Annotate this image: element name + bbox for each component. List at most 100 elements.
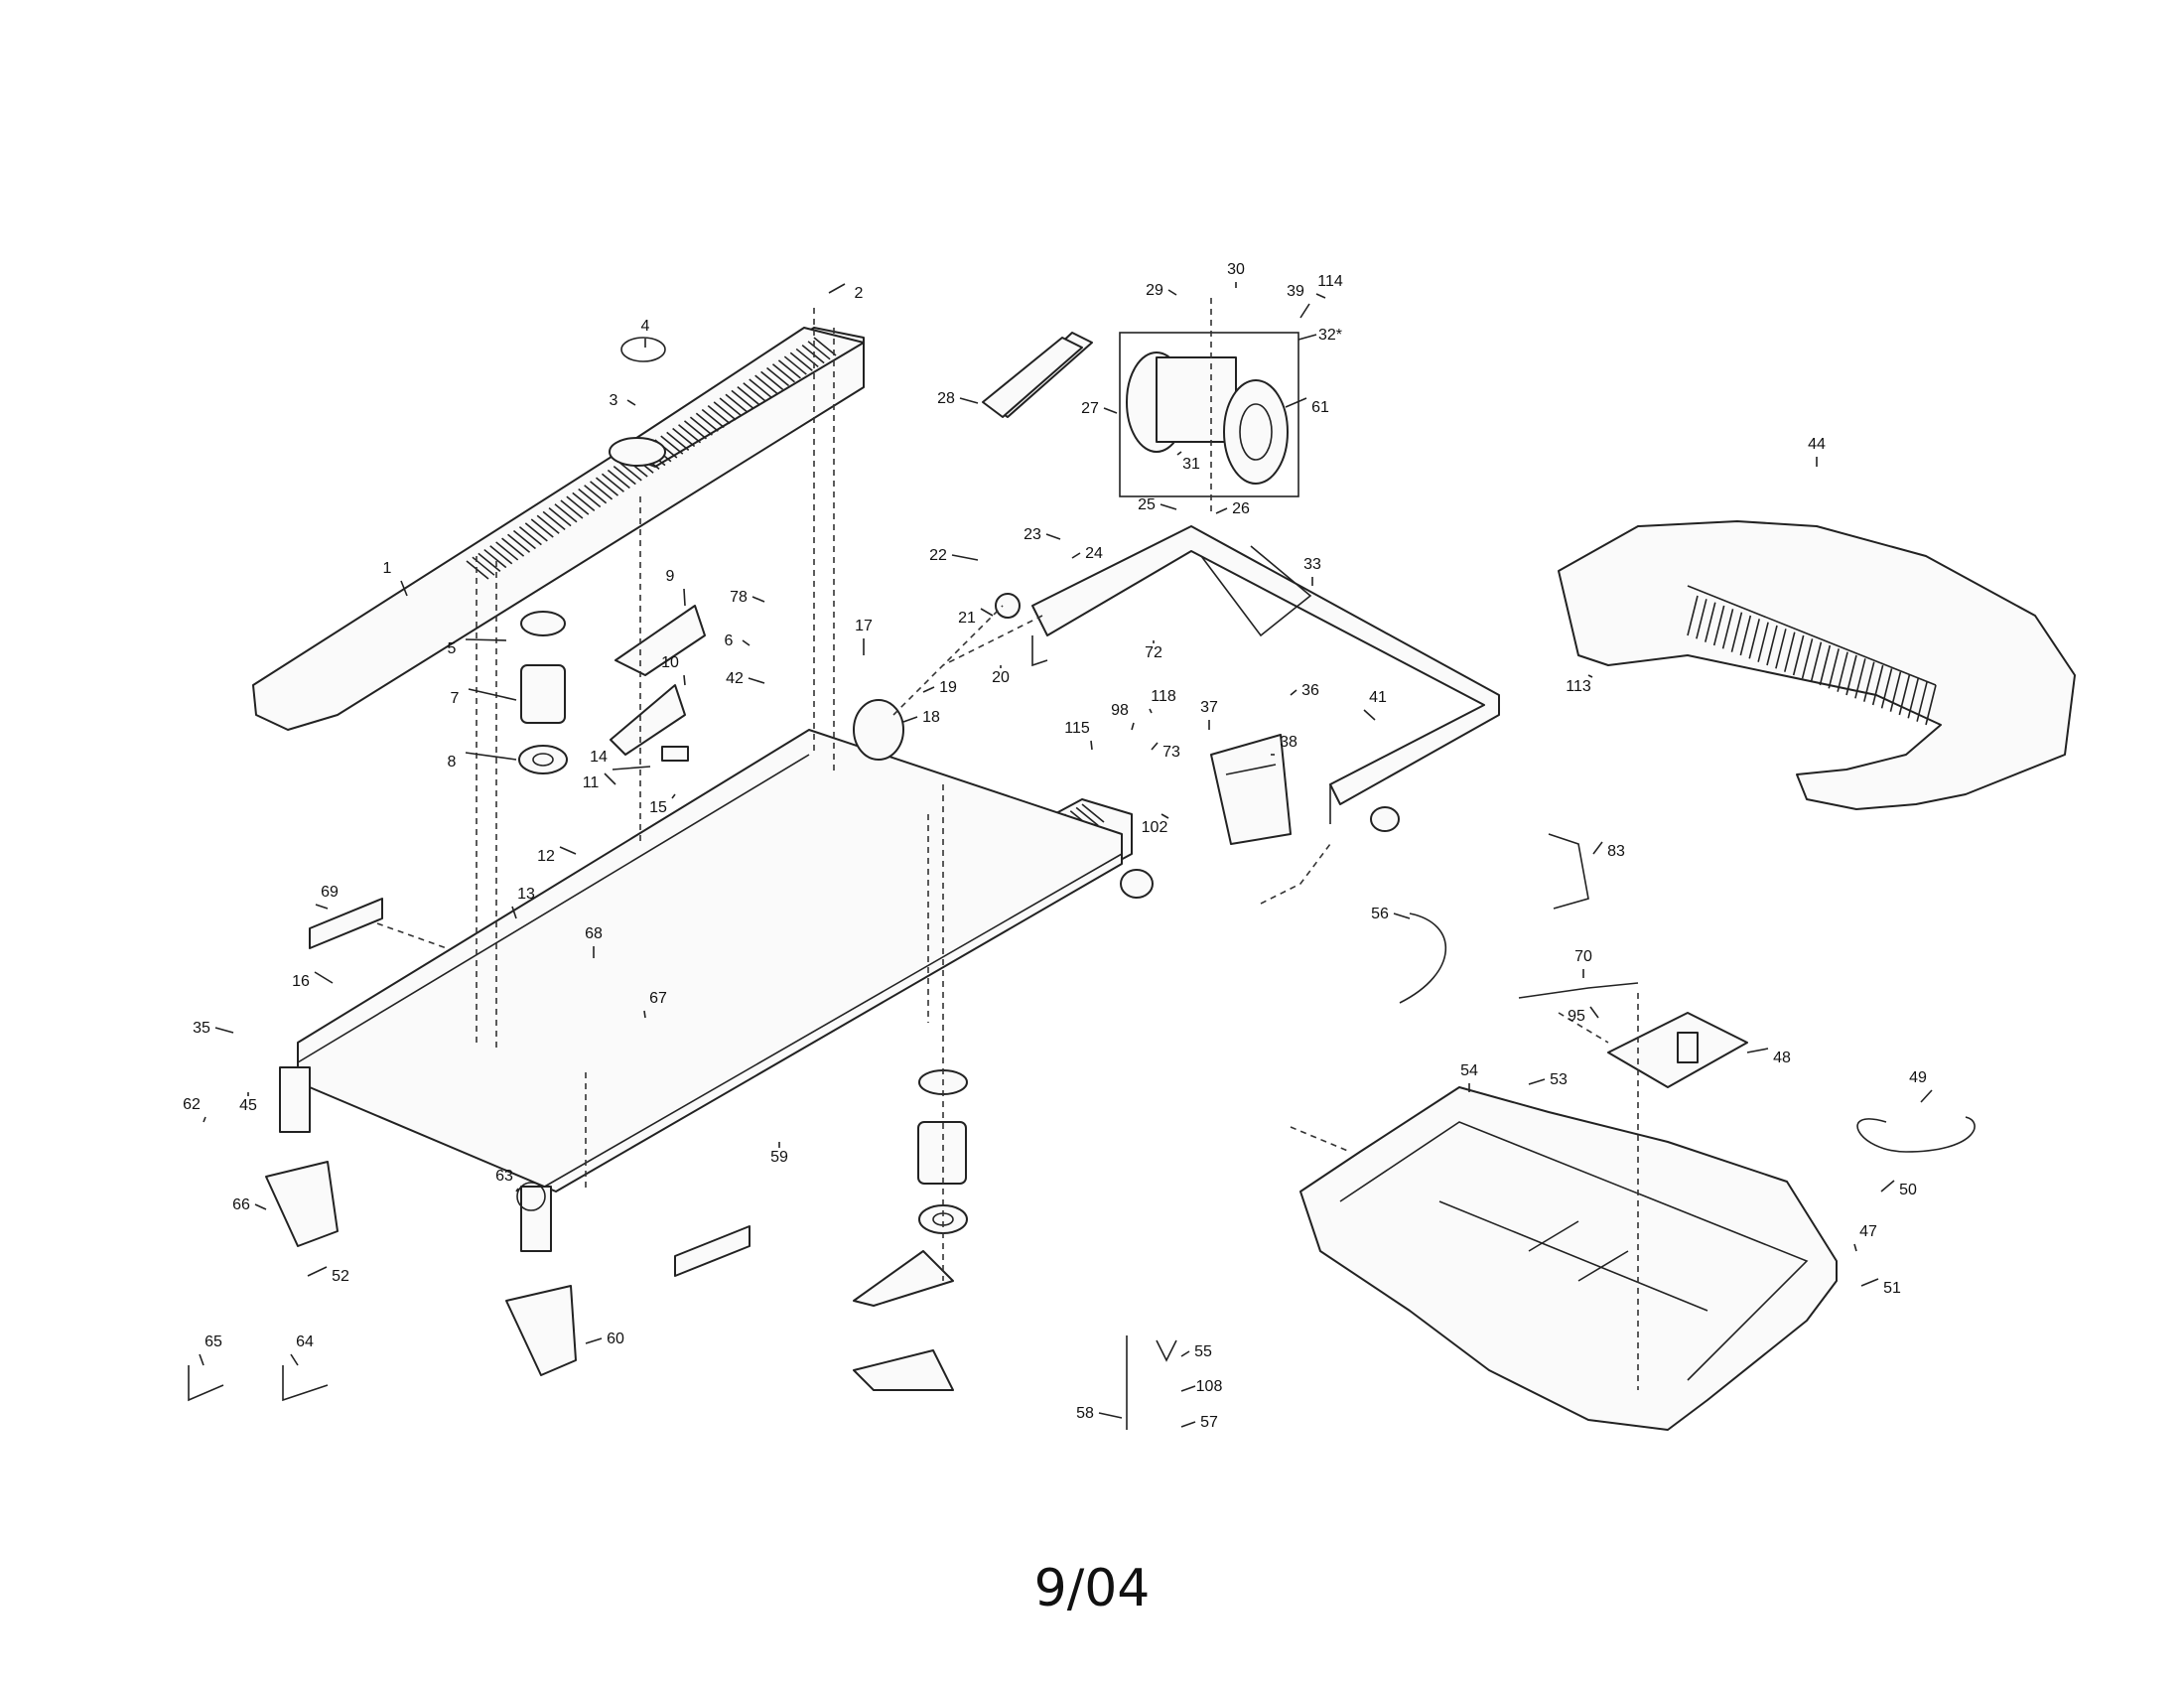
idler-21 — [995, 593, 1021, 619]
tread-rib — [1863, 661, 1875, 702]
leader-line-51 — [1860, 1278, 1879, 1287]
tread-rib — [1837, 651, 1848, 692]
callout-57: 57 — [1200, 1414, 1218, 1431]
tread-rib — [530, 518, 554, 538]
tread-rib — [743, 382, 766, 402]
leader-line-47 — [1853, 1243, 1857, 1252]
callout-52: 52 — [332, 1268, 349, 1285]
leader-line-2 — [828, 283, 846, 294]
leader-line-39 — [1299, 303, 1310, 319]
tread-rib — [1775, 629, 1787, 669]
callout-55: 55 — [1194, 1343, 1212, 1360]
tread-rib — [1687, 595, 1699, 636]
tread-rib — [507, 533, 531, 553]
leader-line-23 — [1045, 533, 1061, 540]
callout-12: 12 — [537, 848, 555, 865]
leader-line-63 — [515, 1188, 519, 1193]
wire-83 — [1548, 833, 1589, 910]
leader-line-58 — [1098, 1412, 1123, 1419]
leader-line-95 — [1589, 1006, 1599, 1019]
revision-date: 9/04 — [1033, 1559, 1151, 1618]
leader-line-65 — [199, 1353, 205, 1366]
leader-line-13 — [511, 906, 517, 919]
leader-line-66 — [254, 1203, 267, 1210]
tread-rib — [548, 506, 572, 527]
tread-rib — [478, 552, 501, 572]
callout-38: 38 — [1280, 734, 1297, 751]
leader-line-14 — [612, 766, 651, 771]
idler-21b — [1370, 806, 1400, 832]
leader-line-62 — [203, 1116, 206, 1123]
tread-rib — [1889, 671, 1902, 712]
callout-49: 49 — [1909, 1069, 1927, 1086]
tread-rib — [1916, 681, 1928, 722]
tread-rib — [512, 529, 536, 550]
callout-6: 6 — [725, 632, 734, 649]
callout-56: 56 — [1371, 906, 1389, 922]
tread-rib — [683, 420, 707, 440]
leader-line-69 — [315, 904, 329, 910]
leader-line-113 — [1587, 674, 1593, 678]
callout-39: 39 — [1287, 283, 1304, 300]
leader-line-3 — [626, 399, 636, 406]
callout-35: 35 — [193, 1020, 210, 1037]
deck-and-walking-belt — [279, 729, 1154, 1252]
tread-rib — [554, 503, 578, 523]
callout-64: 64 — [296, 1333, 314, 1350]
leader-line-31 — [1176, 451, 1182, 456]
callout-72: 72 — [1145, 644, 1162, 661]
tread-rib — [813, 337, 837, 356]
callout-65: 65 — [205, 1333, 222, 1350]
leader-line-6 — [742, 639, 751, 646]
callout-8: 8 — [448, 754, 457, 771]
leader-line-53 — [1528, 1078, 1546, 1085]
allen-wrench-64 — [282, 1365, 329, 1402]
callout-20: 20 — [992, 669, 1010, 686]
leader-line-108 — [1180, 1385, 1196, 1392]
leader-line-24 — [1071, 552, 1081, 559]
tread-rib — [1925, 684, 1937, 726]
callout-37: 37 — [1200, 699, 1218, 716]
callout-45: 45 — [239, 1097, 257, 1114]
leader-line-26 — [1215, 507, 1228, 514]
leader-line-48 — [1746, 1048, 1769, 1053]
tread-rib — [607, 469, 630, 490]
callout-29: 29 — [1146, 282, 1163, 299]
callout-19: 19 — [939, 679, 957, 696]
tread-rib — [578, 488, 602, 508]
leader-line-1 — [400, 580, 408, 597]
tread-rib — [801, 345, 825, 364]
callout-61: 61 — [1311, 399, 1329, 416]
callout-31: 31 — [1182, 456, 1200, 473]
front-pulley — [853, 699, 904, 761]
tread-rib — [1845, 654, 1857, 696]
tread-rib — [1739, 615, 1752, 656]
tread-rib — [1898, 674, 1911, 716]
leader-line-102 — [1160, 813, 1169, 819]
tread-rib — [518, 526, 542, 546]
callout-47: 47 — [1859, 1223, 1877, 1240]
left-foot-rail — [252, 327, 865, 731]
tread-rib — [713, 401, 737, 421]
tread-rib — [1828, 648, 1840, 689]
callout-24: 24 — [1085, 545, 1103, 562]
grip-strip-upper — [309, 898, 383, 949]
leader-line-7 — [468, 688, 517, 701]
callout-95: 95 — [1568, 1008, 1585, 1025]
leader-line-5 — [465, 638, 507, 641]
callout-73: 73 — [1162, 744, 1180, 761]
callout-4: 4 — [641, 318, 650, 335]
callout-42: 42 — [726, 670, 744, 687]
tread-rib — [731, 389, 754, 410]
leader-line-83 — [1592, 841, 1603, 855]
leader-line-115 — [1090, 740, 1093, 751]
callout-114: 114 — [1317, 273, 1343, 290]
leader-line-9 — [683, 588, 686, 607]
callout-67: 67 — [649, 990, 667, 1007]
tread-rib — [672, 427, 696, 448]
tread-rib — [618, 462, 642, 482]
leader-line-21 — [980, 608, 994, 617]
rear-end-caps — [265, 1161, 577, 1376]
leader-line-50 — [1880, 1180, 1895, 1193]
